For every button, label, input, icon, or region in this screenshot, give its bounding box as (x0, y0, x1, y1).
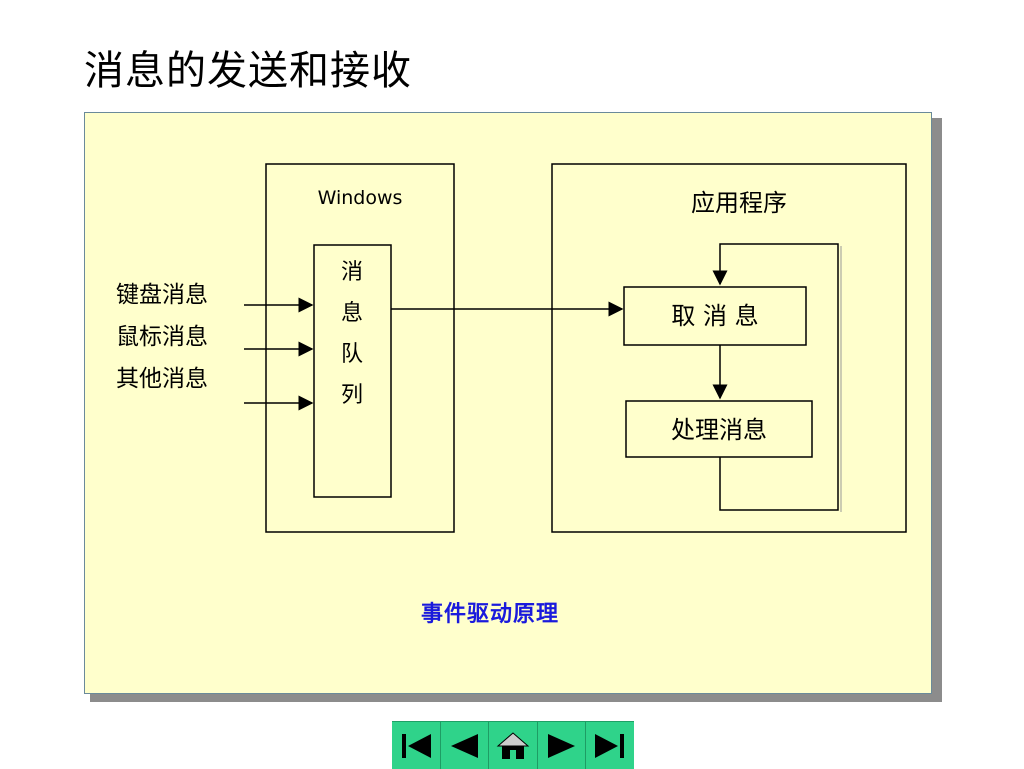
home-button[interactable] (489, 722, 538, 769)
windows-box (265, 163, 455, 533)
first-slide-button[interactable] (392, 722, 441, 769)
mouse-message-label: 鼠标消息 (116, 324, 208, 350)
message-queue-box (313, 244, 392, 498)
next-slide-button[interactable] (538, 722, 587, 769)
slide-navigation (392, 721, 634, 769)
process-message-box (625, 400, 813, 458)
queue-char-2: 息 (341, 301, 363, 326)
get-message-box (623, 286, 807, 346)
last-icon (595, 733, 625, 758)
previous-slide-button[interactable] (441, 722, 490, 769)
application-label: 应用程序 (691, 189, 787, 217)
first-icon (401, 733, 431, 758)
queue-char-4: 列 (341, 383, 363, 408)
get-message-label: 取 消 息 (671, 302, 758, 330)
keyboard-message-label: 键盘消息 (116, 282, 208, 308)
diagram-caption: 事件驱动原理 (420, 601, 559, 627)
diagram-panel (84, 112, 932, 694)
process-message-label: 处理消息 (671, 416, 767, 444)
application-box (551, 163, 907, 533)
home-icon (496, 731, 530, 759)
windows-label: Windows (318, 187, 403, 209)
next-icon (547, 733, 575, 758)
queue-char-1: 消 (341, 260, 363, 285)
other-message-label: 其他消息 (116, 366, 208, 392)
event-driven-diagram: Windows 消 息 队 列 键盘消息 鼠标消息 其他消息 应用程序 取 消 … (116, 163, 907, 533)
last-slide-button[interactable] (586, 722, 634, 769)
message-loop-line (712, 243, 839, 511)
queue-char-3: 队 (341, 342, 363, 367)
page-title: 消息的发送和接收 (84, 48, 412, 94)
previous-icon (451, 733, 479, 758)
